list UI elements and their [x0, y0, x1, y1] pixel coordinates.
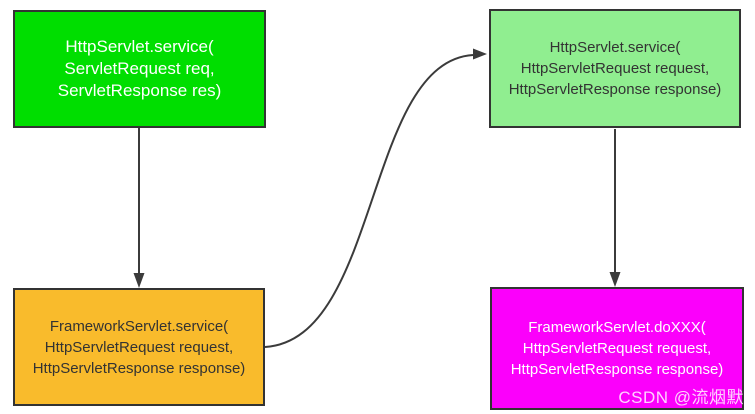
node-text-line: HttpServletResponse response) — [32, 359, 246, 377]
arrow-curve-bottom-left-to-top-right — [264, 54, 474, 348]
node-text-line: ServletRequest req, — [64, 59, 215, 78]
node-text-line: HttpServlet.service( — [549, 39, 681, 56]
node-text-line: HttpServletRequest request, — [522, 340, 712, 357]
node-frameworkservlet-doxxx: FrameworkServlet.doXXX( HttpServletReque… — [490, 287, 744, 410]
node-httpservlet-service-http: HttpServlet.service( HttpServletRequest … — [489, 9, 741, 128]
node-text-line: ServletResponse res) — [57, 81, 222, 100]
node-text-line: HttpServletRequest request, — [44, 338, 234, 356]
arrowhead-down-right — [609, 272, 621, 287]
node-text-line: FrameworkServlet.doXXX( — [528, 319, 706, 336]
arrowhead-right — [473, 48, 487, 60]
node-text-line: HttpServlet.service( — [65, 37, 214, 56]
arrowhead-down-left — [133, 273, 145, 288]
node-httpservlet-service-generic: HttpServlet.service( ServletRequest req,… — [13, 10, 266, 128]
node-text-line: HttpServletResponse response) — [508, 81, 722, 98]
node-text-line: HttpServletRequest request, — [520, 60, 710, 77]
node-text-line: HttpServletResponse response) — [510, 361, 724, 378]
node-frameworkservlet-service: FrameworkServlet.service( HttpServletReq… — [13, 288, 265, 406]
node-text-line: FrameworkServlet.service( — [49, 317, 229, 335]
